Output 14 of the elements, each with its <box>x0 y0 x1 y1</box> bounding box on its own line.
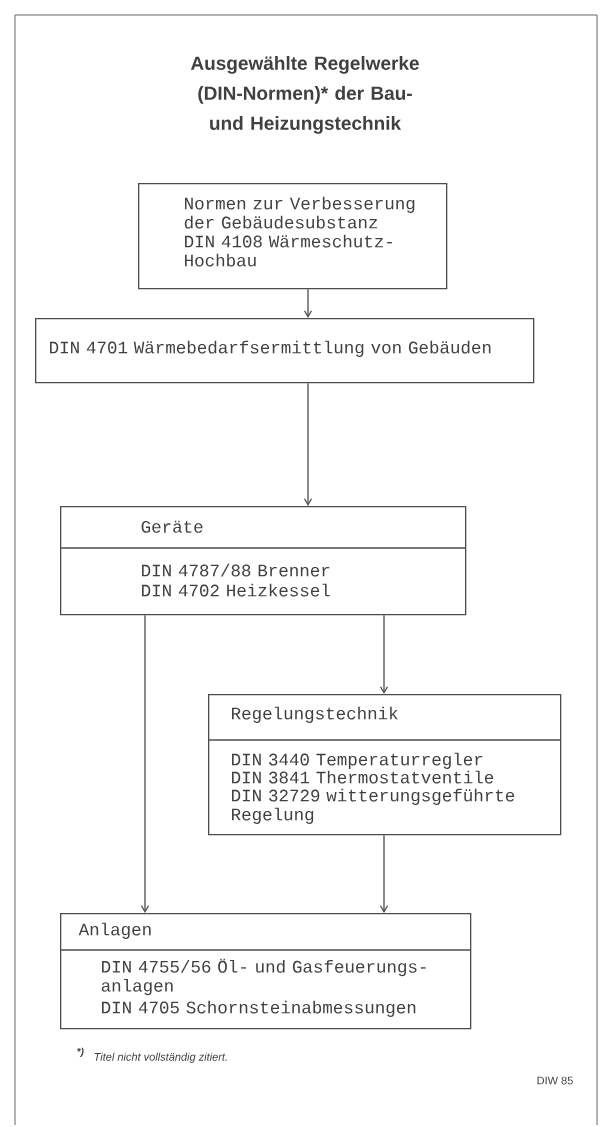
footnote-mark: *) <box>77 1047 84 1057</box>
arrow <box>303 288 313 318</box>
footnote: Titel nicht vollständig zitiert. <box>94 1052 227 1063</box>
arrow <box>303 382 313 506</box>
list-box: Regelungstechnik DIN 3440 Temperaturregler DIN 3841 Thermostatventile DIN 32729 witterungsgeführte Regelung <box>207 694 562 836</box>
process-box: DIN 4701 Wärmebedarfsermittlung von Gebäuden <box>35 318 535 384</box>
list-box: Anlagen DIN 4755/56 Öl- und Gasfeuerungs- anlagen DIN 4705 Schornsteinabmessungen <box>59 913 472 1030</box>
arrow <box>379 834 389 913</box>
process-box: Normen zur Verbesserung der Gebäudesubstanz DIN 4108 Wärmeschutz- Hochbau <box>138 183 448 290</box>
arrow <box>140 614 150 913</box>
title: Ausgewählte Regelwerke (DIN-Normen)* der Bau- und Heizungstechnik <box>190 56 419 134</box>
source-label: DIW 85 <box>537 1076 573 1085</box>
list-box: Geräte DIN 4787/88 Brenner DIN 4702 Heizkessel <box>59 506 467 616</box>
arrow <box>379 614 389 694</box>
